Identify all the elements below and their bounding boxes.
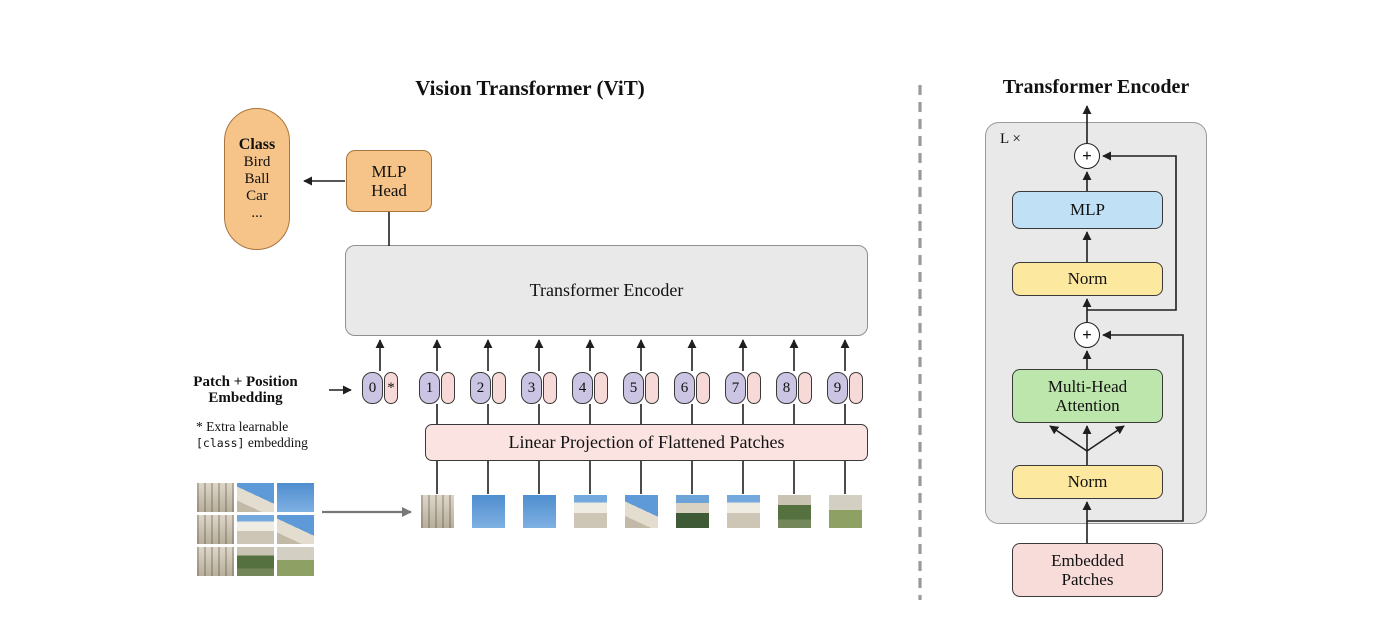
flattened-patch-8 (778, 495, 811, 528)
mlp-head-line2: Head (371, 181, 407, 200)
token-2: 2 (470, 372, 506, 404)
token-3: 3 (521, 372, 557, 404)
token-0: 0 * (362, 372, 398, 404)
patch-embedding-chip (594, 372, 608, 404)
image-patch (277, 483, 314, 512)
residual-add-circle-upper: + (1074, 143, 1100, 169)
token-8: 8 (776, 372, 812, 404)
mlp-head-box: MLP Head (346, 150, 432, 212)
arrows-tokens-to-encoder (375, 339, 850, 371)
image-patch (197, 483, 234, 512)
image-patch (197, 515, 234, 544)
position-embedding-5: 5 (623, 372, 644, 404)
patch-embedding-chip (492, 372, 506, 404)
source-image-patch-grid (197, 483, 314, 576)
class-embedding-note: * Extra learnable [class] embedding (196, 419, 308, 450)
patch-embedding-chip (543, 372, 557, 404)
token-9: 9 (827, 372, 863, 404)
flattened-patch-5 (625, 495, 658, 528)
position-embedding-2: 2 (470, 372, 491, 404)
multi-head-attention-block: Multi-Head Attention (1012, 369, 1163, 423)
layer-repeat-label: L × (1000, 131, 1021, 147)
linear-projection-label: Linear Projection of Flattened Patches (508, 432, 785, 453)
class-item: Ball (244, 171, 270, 188)
class-embedding-chip: * (384, 372, 398, 404)
image-patch (197, 547, 234, 576)
patch-embedding-chip (696, 372, 710, 404)
norm-block-upper: Norm (1012, 262, 1163, 296)
image-patch (237, 483, 274, 512)
token-4: 4 (572, 372, 608, 404)
encoder-detail-frame (985, 122, 1207, 524)
class-item: ... (251, 204, 263, 221)
position-embedding-1: 1 (419, 372, 440, 404)
image-patch (277, 547, 314, 576)
connectors-projection-to-patches (436, 461, 846, 494)
position-embedding-6: 6 (674, 372, 695, 404)
image-patch (237, 547, 274, 576)
flattened-patch-9 (829, 495, 862, 528)
patch-position-embedding-label: Patch + Position Embedding (193, 374, 298, 406)
token-5: 5 (623, 372, 659, 404)
flattened-patch-3 (523, 495, 556, 528)
flattened-patch-7 (727, 495, 760, 528)
token-1: 1 (419, 372, 455, 404)
flattened-patch-6 (676, 495, 709, 528)
class-header: Class (238, 136, 276, 154)
left-panel-title: Vision Transformer (ViT) (415, 76, 645, 100)
image-patch (237, 515, 274, 544)
flattened-patch-4 (574, 495, 607, 528)
embedded-patches-block: Embedded Patches (1012, 543, 1163, 597)
patch-embedding-chip (798, 372, 812, 404)
position-embedding-7: 7 (725, 372, 746, 404)
position-embedding-8: 8 (776, 372, 797, 404)
flattened-patch-2 (472, 495, 505, 528)
token-6: 6 (674, 372, 710, 404)
patch-embedding-chip (849, 372, 863, 404)
patch-embedding-chip (747, 372, 761, 404)
residual-add-circle-lower: + (1074, 322, 1100, 348)
position-embedding-0: 0 (362, 372, 383, 404)
token-7: 7 (725, 372, 761, 404)
flattened-patch-1 (421, 495, 454, 528)
position-embedding-4: 4 (572, 372, 593, 404)
right-panel-title: Transformer Encoder (1002, 76, 1190, 98)
transformer-encoder-box: Transformer Encoder (345, 245, 868, 336)
mlp-block: MLP (1012, 191, 1163, 229)
image-patch (277, 515, 314, 544)
class-item: Car (246, 187, 268, 204)
class-item: Bird (243, 154, 271, 171)
class-output-pill: Class Bird Ball Car ... (224, 108, 290, 250)
connectors-projection-to-tokens (436, 404, 846, 424)
mlp-head-line1: MLP (371, 161, 407, 181)
patch-embedding-chip (441, 372, 455, 404)
position-embedding-9: 9 (827, 372, 848, 404)
linear-projection-box: Linear Projection of Flattened Patches (425, 424, 868, 461)
transformer-encoder-label: Transformer Encoder (529, 280, 684, 301)
norm-block-lower: Norm (1012, 465, 1163, 499)
position-embedding-3: 3 (521, 372, 542, 404)
patch-embedding-chip (645, 372, 659, 404)
class-token-code: [class] (196, 436, 245, 450)
